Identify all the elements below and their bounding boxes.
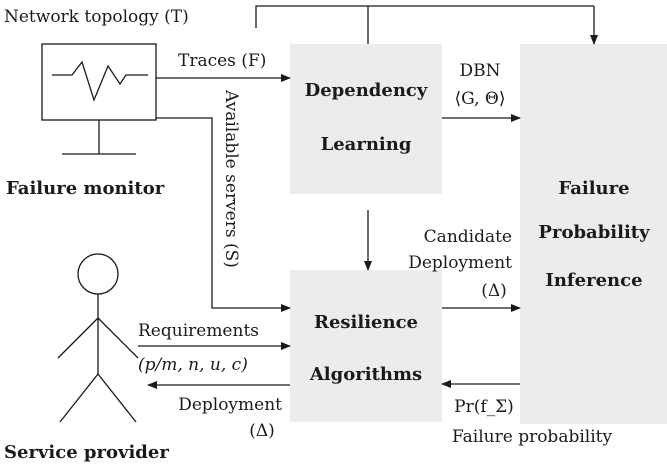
failure-monitor-label: Failure monitor: [6, 178, 165, 199]
available-servers-label: Available servers (S): [221, 89, 241, 268]
requirements-label-line2: (p/m, n, u, c): [138, 355, 248, 375]
person-icon: [57, 253, 139, 423]
deployment-label-line2: (Δ): [249, 421, 275, 441]
requirements-label-line1: Requirements: [138, 321, 259, 341]
dependency-learning-title-line2: Learning: [321, 134, 412, 155]
dependency-learning-title-line1: Dependency: [305, 80, 428, 101]
inference-title-line2: Probability: [538, 222, 650, 243]
resilience-algorithms-title-line2: Algorithms: [309, 364, 422, 385]
candidate-deployment-label-line3: (Δ): [481, 281, 507, 301]
traces-label: Traces (F): [178, 51, 266, 71]
failure-probability-label: Failure probability: [452, 427, 612, 447]
network-topology-label: Network topology (T): [4, 7, 189, 27]
deployment-label-line1: Deployment: [178, 395, 282, 415]
network-topology-arrow: [255, 5, 598, 45]
failure-probability-symbol: Pr(f_Σ): [454, 397, 514, 417]
candidate-deployment-label-line1: Candidate: [424, 227, 512, 247]
candidate-deployment-label-line2: Deployment: [408, 253, 512, 273]
inference-title-line3: Inference: [545, 270, 642, 291]
dbn-label-line2: ⟨G, Θ⟩: [455, 89, 506, 109]
resilience-algorithms-title-line1: Resilience: [314, 312, 418, 333]
available-servers-arrow: [156, 117, 291, 312]
dbn-label-line1: DBN: [460, 61, 501, 81]
monitor-icon: [41, 43, 157, 155]
resilience-algorithms-box: [290, 270, 442, 422]
dependency-learning-box: [290, 44, 442, 194]
service-provider-label: Service provider: [4, 442, 169, 463]
failure-probability-inference-box: [520, 44, 667, 424]
inference-title-line1: Failure: [558, 178, 629, 199]
